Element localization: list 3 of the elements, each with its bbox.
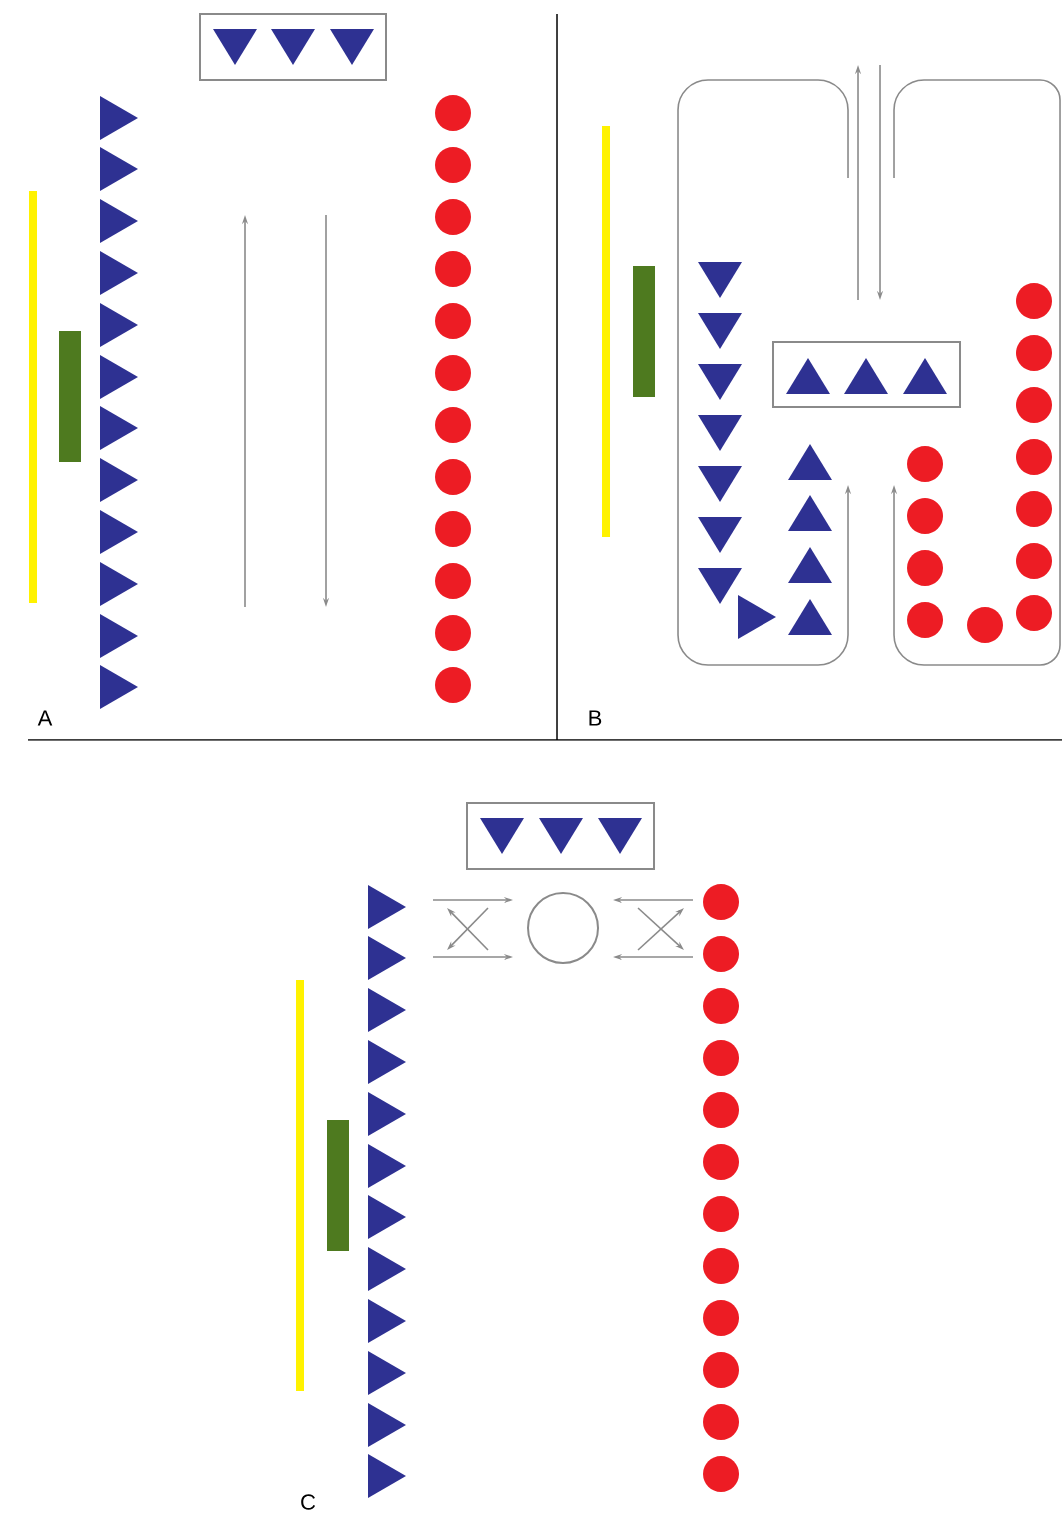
panel-label: A <box>37 710 53 726</box>
panel-label: C <box>301 1494 316 1510</box>
panel-label: B <box>589 710 602 726</box>
